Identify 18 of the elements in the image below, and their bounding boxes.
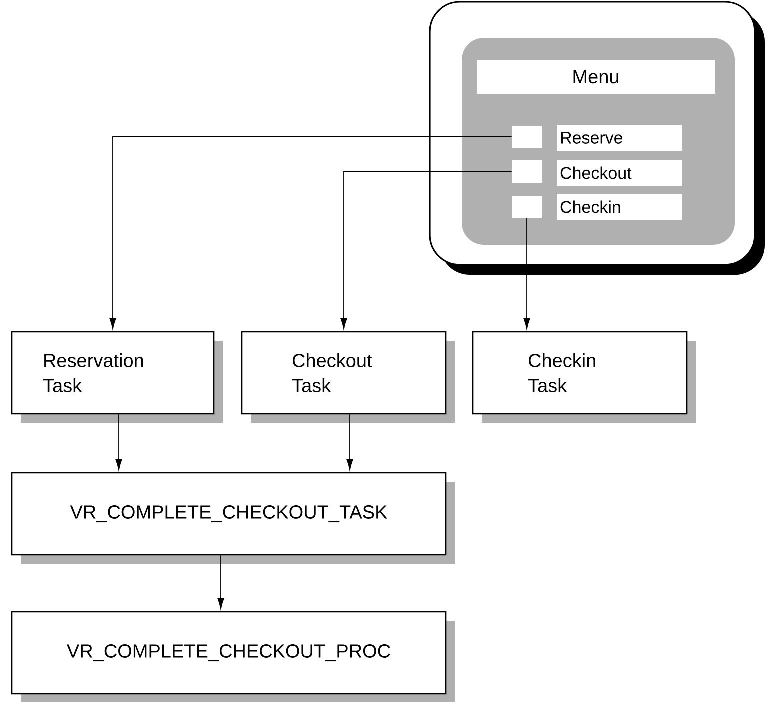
arrow <box>340 171 512 330</box>
option-label: Checkout <box>557 160 682 186</box>
task-box: Reservation Task <box>11 331 223 423</box>
option-checkbox <box>512 126 542 148</box>
option-checkbox <box>512 196 542 218</box>
procedure-box: VR_COMPLETE_CHECKOUT_PROC <box>11 611 455 702</box>
menu-title: Menu <box>477 60 715 94</box>
option-checkbox <box>512 160 542 183</box>
arrow <box>116 414 122 470</box>
arrow <box>346 414 354 470</box>
option-label: Checkin <box>557 194 682 220</box>
task-box: Checkout Task <box>241 331 455 423</box>
arrow <box>110 136 512 330</box>
option-label: Reserve <box>557 125 682 151</box>
task-box: Checkin Task <box>472 331 696 423</box>
arrow <box>524 218 530 330</box>
arrow <box>218 555 224 610</box>
task-box: VR_COMPLETE_CHECKOUT_TASK <box>11 472 455 564</box>
